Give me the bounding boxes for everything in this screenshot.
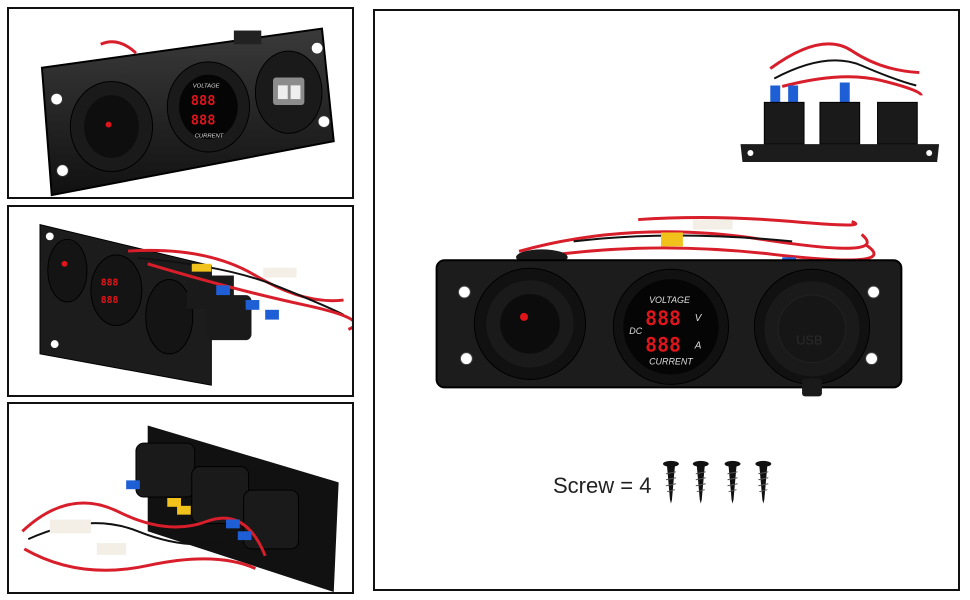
volt-unit-label: V: [695, 313, 703, 324]
dc-label: DC: [629, 326, 642, 336]
current-label: CURRENT: [195, 133, 224, 139]
switch-led-icon: [61, 260, 68, 267]
panel-photo-rear-wired: [21, 425, 339, 592]
thumbnail-rear-wired: [7, 402, 354, 594]
switch-led-icon: [520, 312, 528, 321]
main-panel-illustration: VOLTAGE DC 888 V 888 A CURRENT USB: [435, 42, 940, 504]
voltage-display: 888: [101, 277, 119, 288]
current-display: 888: [645, 334, 681, 357]
panel-photo-side-wired: 888 888: [39, 224, 352, 386]
current-display: 888: [101, 295, 119, 306]
rear-view-inset: [740, 42, 940, 162]
screw-icon: [692, 460, 709, 504]
voltage-label: VOLTAGE: [193, 83, 220, 89]
usb-cap-label: USB: [796, 333, 823, 348]
screw-icon: [755, 460, 772, 504]
screw-count-caption: Screw = 4: [553, 473, 652, 498]
amp-unit-label: A: [694, 341, 702, 352]
panel-photo-front-angled: VOLTAGE 888 888 CURRENT: [40, 27, 335, 197]
current-display: 888: [191, 113, 216, 129]
switch-led-icon: [105, 121, 112, 128]
voltage-display: 888: [645, 307, 681, 330]
voltmeter-ammeter: VOLTAGE DC 888 V 888 A CURRENT: [612, 268, 730, 385]
screw-icon: [724, 460, 741, 504]
rocker-switch: [473, 267, 587, 380]
screws: [663, 460, 772, 504]
main-product-photo: VOLTAGE DC 888 V 888 A CURRENT USB: [373, 9, 960, 591]
screw-icon: [663, 460, 679, 504]
thumbnail-front-angled: VOLTAGE 888 888 CURRENT: [7, 7, 354, 199]
usb-socket-cap: USB: [753, 268, 871, 397]
voltage-label: VOLTAGE: [649, 295, 691, 305]
current-label: CURRENT: [649, 357, 693, 367]
thumbnail-side-wired: 888 888: [7, 205, 354, 397]
voltage-display: 888: [191, 93, 216, 109]
